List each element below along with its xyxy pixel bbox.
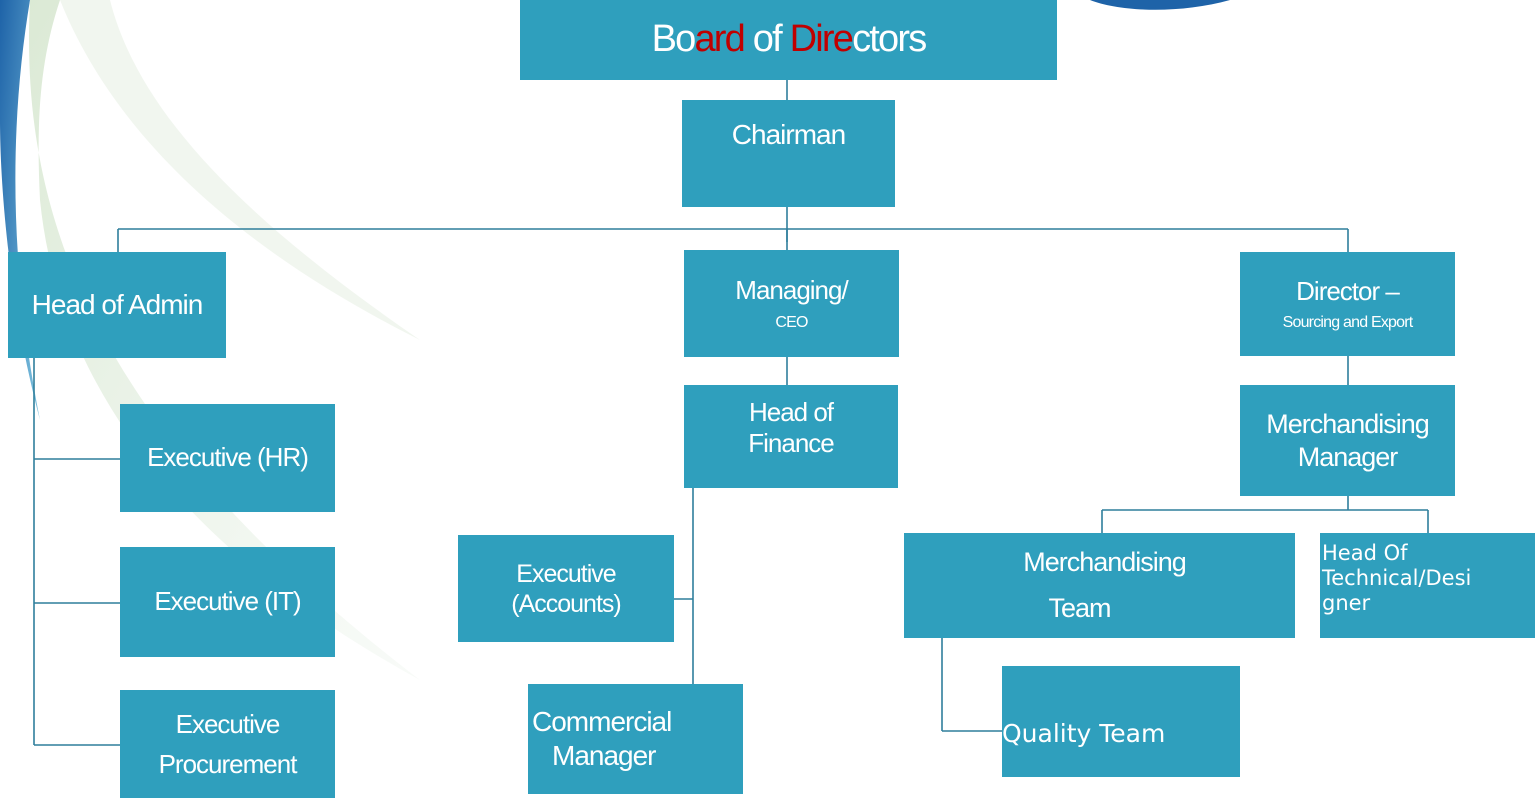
managing-label-line1: Managing/ [735,275,848,306]
executive-accounts-line1: Executive [516,559,616,588]
chairman-label: Chairman [731,119,846,150]
head-of-technical-line3: gner [1322,591,1371,616]
board-title-seg1: Bo [651,18,697,61]
head-of-technical-line1: Head Of [1322,541,1408,565]
executive-accounts-box: Executive (Accounts) [458,535,674,642]
board-title-seg2: ard [694,18,745,61]
merchandising-team-line1: Merchandising [1023,546,1187,577]
merchandising-manager-line1: Merchandising [1266,409,1430,440]
executive-procurement-line1: Executive [175,708,281,739]
managing-label-line2: CEO [775,313,808,331]
quality-team-label: Quality Team [1002,719,1166,748]
head-of-technical-line2: Technical/Desi [1322,566,1472,591]
executive-procurement-box: Executive Procurement [120,690,335,798]
board-title-seg4: Dire [789,18,854,61]
merchandising-team-box: Merchandising Team [904,533,1295,638]
merchandising-manager-box: Merchandising Manager [1240,385,1455,496]
merchandising-manager-line2: Manager [1297,441,1399,472]
executive-it-box: Executive (IT) [120,547,335,657]
executive-hr-label: Executive (HR) [147,442,309,473]
quality-team-box: Quality Team [1002,666,1240,777]
merchandising-team-line2: Team [1048,592,1111,623]
director-label-line2: Sourcing and Export [1282,314,1414,331]
director-label-line1: Director – [1296,275,1400,306]
chairman-box: Chairman [682,100,895,207]
executive-it-label: Executive (IT) [154,586,301,617]
commercial-manager-box: Commercial Manager [528,684,743,794]
commercial-manager-line2: Manager [552,740,657,771]
director-sourcing-box: Director – Sourcing and Export [1240,252,1455,356]
board-title: Board of Directors [651,17,928,63]
executive-procurement-line2: Procurement [158,749,298,779]
head-of-admin-label: Head of Admin [31,289,204,321]
board-title-seg5: ctors [852,18,927,61]
head-of-finance-box: Head of Finance [684,385,898,488]
head-of-finance-line2: Finance [748,428,834,459]
head-of-finance-line1: Head of [748,397,834,427]
head-of-technical-designer-box: Head Of Technical/Desi gner [1320,533,1535,638]
board-of-directors-box: Board of Directors [520,0,1057,80]
executive-accounts-line2: (Accounts) [511,589,621,618]
managing-ceo-box: Managing/ CEO [684,250,899,357]
head-of-admin-box: Head of Admin [8,252,226,358]
executive-hr-box: Executive (HR) [120,404,335,512]
board-title-seg3: of [743,18,790,61]
commercial-manager-line1: Commercial [532,706,672,738]
